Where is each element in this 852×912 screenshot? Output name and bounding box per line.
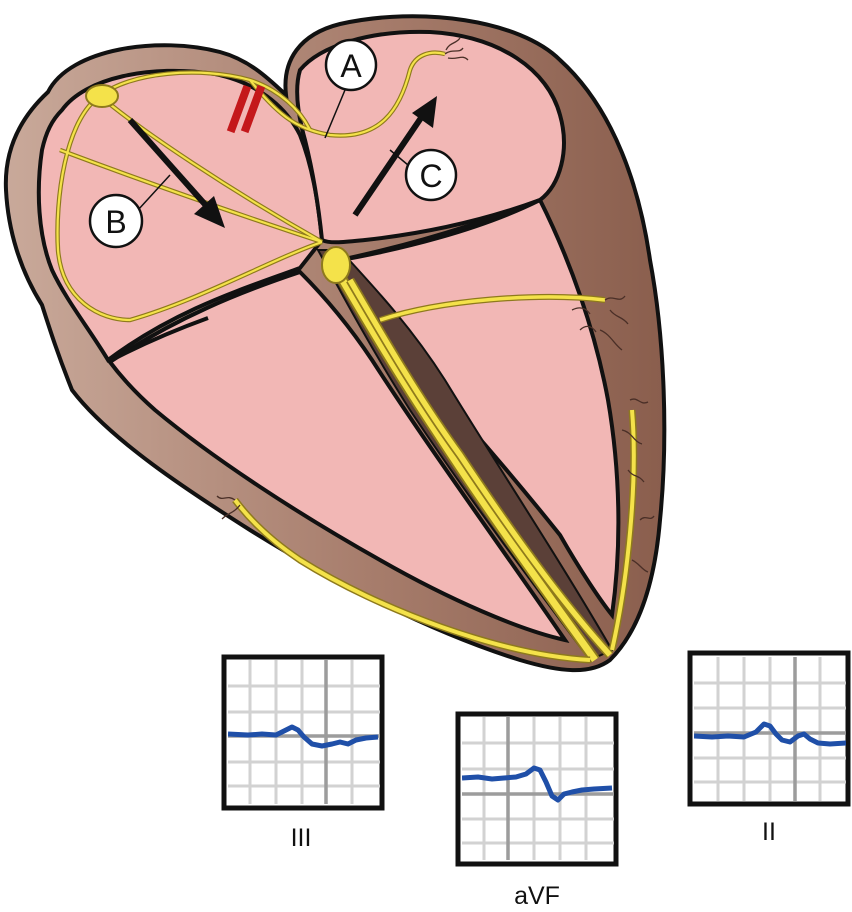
marker-b: B: [88, 193, 144, 249]
tricuspid-valve-line: [107, 316, 209, 364]
conduction-block-mark: [226, 84, 266, 134]
ecg-strip-iii: [221, 654, 385, 811]
marker-c: C: [404, 148, 458, 202]
marker-a-label: A: [340, 48, 362, 84]
ecg-strip-avf: [455, 711, 619, 867]
ecg-label-avf: aVF: [514, 882, 560, 910]
ecg-label-iii: III: [291, 824, 312, 852]
av-node: [321, 246, 351, 284]
ecg-trace-ii: [694, 721, 846, 747]
marker-a: A: [324, 38, 378, 92]
ventricular-conduction-system: [232, 259, 638, 664]
ecg-trace-avf: [462, 765, 613, 803]
depolarization-arrow-c: [352, 96, 437, 217]
atrial-conduction-pathways-fill: [56, 51, 446, 322]
purkinje-fibers: [216, 37, 655, 573]
depolarization-arrow-b: [127, 118, 225, 228]
marker-b-leader: [137, 174, 171, 211]
ecg-trace-iii: [228, 724, 379, 749]
sa-node: [85, 84, 119, 108]
marker-c-label: C: [419, 158, 442, 194]
marker-b-label: B: [105, 204, 126, 240]
ecg-strip-ii: [687, 650, 851, 807]
ecg-label-ii: II: [762, 818, 776, 846]
marker-a-leader: [324, 89, 346, 139]
marker-c-leader: [389, 149, 409, 166]
